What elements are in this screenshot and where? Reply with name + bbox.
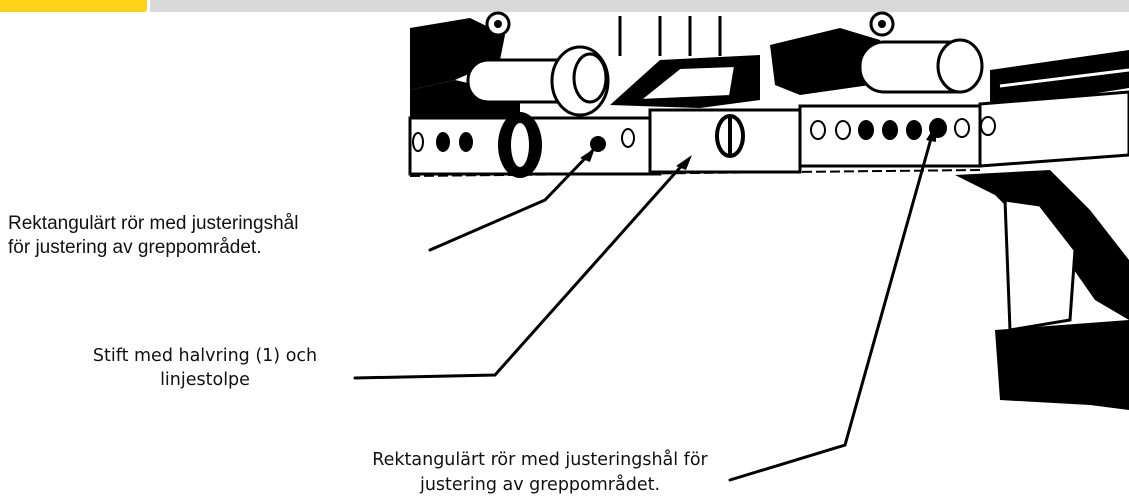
right-clamp: [858, 11, 984, 94]
right-dark-block: [770, 28, 880, 95]
leader-line-pin: [353, 160, 687, 380]
left-clamp: [466, 11, 610, 117]
right-handle-stripe: [999, 68, 1129, 88]
handle-grip: [955, 170, 1129, 320]
header-bar: [150, 0, 1129, 12]
right-tube-ext: [978, 90, 1129, 168]
right-tube-holes: [810, 116, 996, 140]
left-upper-block: [410, 18, 505, 90]
frame-lines: [618, 16, 722, 56]
callout-label-pin: Stift med halvring (1) och linjestolpe: [92, 346, 318, 390]
leader-lines: [353, 133, 934, 482]
leader-arrowheads: [580, 124, 936, 170]
leader-line-right-tube: [728, 133, 934, 482]
callout-label-tube-left: Rektangulärt rör med justeringshål för j…: [8, 213, 299, 258]
handle-lower: [995, 320, 1129, 410]
header-accent-tab: [0, 0, 147, 12]
center-bracket-inner: [636, 64, 737, 102]
leader-line-left-tube: [428, 146, 597, 252]
callout-label-tube-right: Rektangulärt rör med justeringshål för j…: [372, 450, 708, 495]
